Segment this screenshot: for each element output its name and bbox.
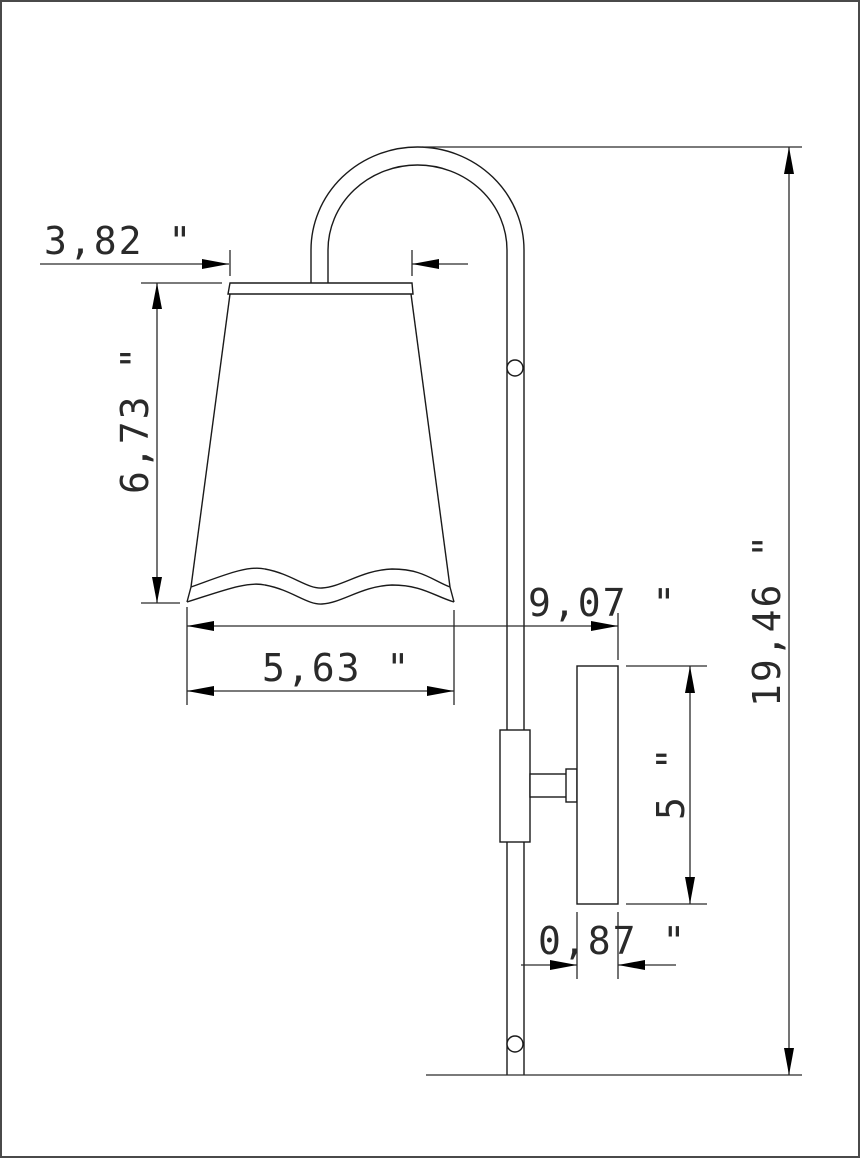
pole-knuckle-upper bbox=[506, 359, 524, 377]
shade-wavy-rim bbox=[190, 567, 451, 589]
label-overall-extension: 9,07 " bbox=[528, 581, 677, 625]
mount-collar bbox=[499, 729, 531, 843]
lamp-shade bbox=[186, 282, 455, 605]
label-backplate-depth: 0,87 " bbox=[538, 919, 687, 963]
label-shade-top-width: 3,82 " bbox=[44, 219, 193, 263]
label-shade-height: 6,73 " bbox=[113, 345, 157, 494]
dimension-overall-extension: 9,07 " bbox=[186, 581, 677, 705]
dimension-shade-height: 6,73 " bbox=[113, 282, 222, 604]
dimension-shade-top-width: 3,82 " bbox=[40, 219, 468, 276]
dimension-backplate-height: 5 " bbox=[626, 665, 707, 905]
shade-top-cap bbox=[227, 282, 414, 295]
backplate bbox=[576, 665, 619, 905]
mount-assembly bbox=[499, 665, 619, 905]
label-shade-bottom-width: 5,63 " bbox=[262, 646, 411, 690]
dimension-shade-bottom-width: 5,63 " bbox=[187, 610, 455, 705]
pole-knuckle-lower bbox=[506, 1035, 524, 1053]
arched-pole bbox=[310, 146, 525, 1075]
label-backplate-height: 5 " bbox=[649, 745, 693, 820]
mount-arm bbox=[529, 773, 568, 798]
label-overall-height: 19,46 " bbox=[745, 533, 789, 707]
dimension-overall-height: 19,46 " bbox=[422, 146, 802, 1076]
mount-plate bbox=[565, 768, 578, 803]
dimension-backplate-depth: 0,87 " bbox=[521, 912, 687, 979]
